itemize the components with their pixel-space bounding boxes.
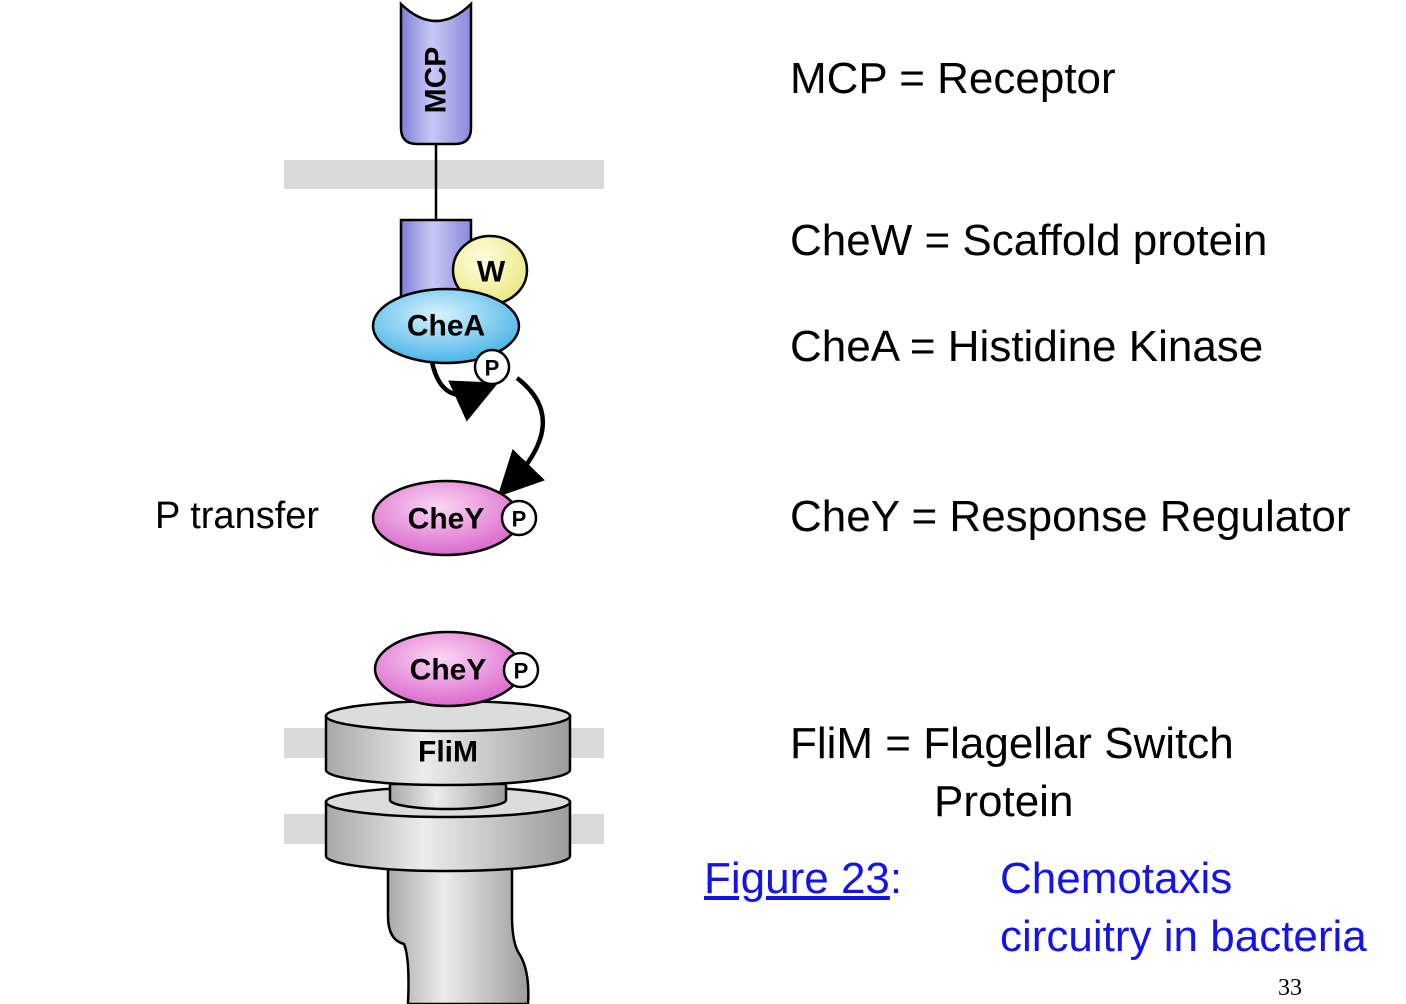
chea-protein — [371, 287, 521, 365]
phosphotransfer-arrow — [497, 376, 545, 497]
flagellar-hook — [386, 858, 530, 1004]
cell-membrane-upper — [284, 160, 604, 189]
phospho-circle-chea — [473, 348, 511, 386]
autophosphorylation-arrow — [429, 361, 499, 422]
figure-caption: Chemotaxis circuitry in bacteria — [1000, 850, 1367, 966]
legend-chea: CheA = Histidine Kinase — [790, 322, 1264, 371]
chey-label-bound: CheY — [410, 654, 487, 687]
page-number: 33 — [1278, 975, 1302, 1001]
flim-label: FliM — [418, 736, 478, 769]
figure-caption-line1: Chemotaxis — [1000, 854, 1233, 903]
mcp-receptor-shape — [399, 1, 473, 146]
phospho-circle-chey-bound — [502, 651, 540, 689]
legend-flim-line2: Protein — [934, 777, 1074, 826]
phospho-circle-chey-transfer — [500, 499, 538, 537]
legend-mcp: MCP = Receptor — [790, 54, 1116, 103]
legend-flim-line1: FliM = Flagellar Switch — [790, 719, 1234, 768]
figure-caption-line2: circuitry in bacteria — [1000, 912, 1367, 961]
phospho-label-chey-bound: P — [514, 659, 529, 684]
motor-disk-lower — [324, 800, 572, 873]
legend-chey: CheY = Response Regulator — [790, 492, 1351, 541]
chey-label-transfer: CheY — [408, 503, 485, 536]
chea-label: CheA — [407, 310, 485, 343]
figure-link[interactable]: Figure 23 — [704, 854, 890, 903]
mcp-label: MCP — [420, 47, 453, 114]
chew-label: W — [477, 256, 506, 289]
chemotaxis-diagram: MCP W CheA P CheY P FliM CheY P — [284, 1, 604, 1004]
motor-connector — [388, 782, 508, 811]
flim-disk — [324, 714, 572, 787]
phospho-label-chey-transfer: P — [512, 507, 527, 532]
figure-reference: Figure 23: — [704, 850, 902, 908]
figure-link-suffix: : — [889, 854, 903, 903]
p-transfer-label: P transfer — [155, 495, 320, 537]
legend-chew: CheW = Scaffold protein — [790, 216, 1268, 265]
phospho-label-chea: P — [485, 356, 500, 381]
